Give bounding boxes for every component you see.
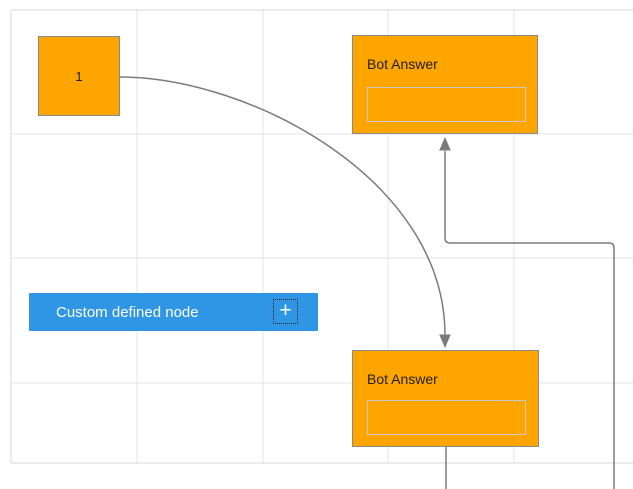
bot-answer-node-bottom[interactable]: Bot Answer: [352, 350, 539, 447]
bot-answer-node-top[interactable]: Bot Answer: [352, 35, 538, 134]
plus-icon: +: [279, 299, 292, 322]
node-input-field[interactable]: [367, 87, 526, 122]
arrowhead-down-icon: [439, 334, 451, 348]
add-node-port[interactable]: +: [273, 299, 298, 324]
connector-elbow-to-top-bot[interactable]: [444, 151, 615, 489]
node-1-label: 1: [75, 68, 83, 84]
node-title: Bot Answer: [367, 56, 438, 72]
node-1[interactable]: 1: [38, 36, 120, 116]
node-title: Bot Answer: [367, 371, 438, 387]
custom-defined-node-label: Custom defined node: [56, 303, 199, 321]
connector-curve-node1-to-bottom-bot[interactable]: [119, 76, 446, 336]
node-input-field[interactable]: [367, 400, 526, 435]
arrowhead-up-icon: [439, 137, 451, 151]
custom-defined-node-button[interactable]: Custom defined node +: [29, 293, 318, 331]
canvas-border-lines: [10, 9, 633, 464]
